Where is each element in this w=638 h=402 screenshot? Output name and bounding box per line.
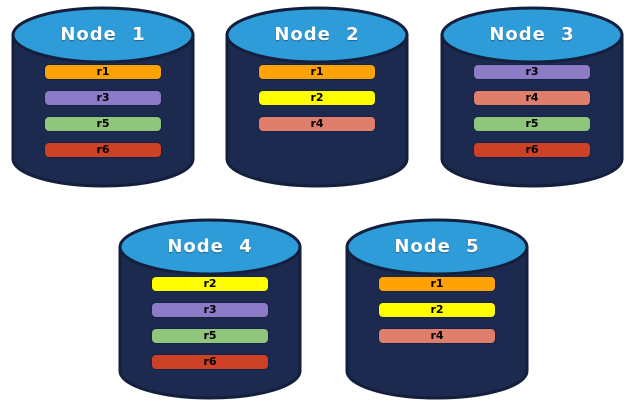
replica-bar-r2: r2 bbox=[379, 303, 495, 317]
node-5-cylinder: Node 5 r1 r2 r4 bbox=[344, 217, 530, 401]
replica-bar-r3: r3 bbox=[152, 303, 268, 317]
node-3-title: Node 3 bbox=[489, 24, 575, 45]
node-1-title: Node 1 bbox=[60, 24, 146, 45]
replica-bar-r6: r6 bbox=[152, 355, 268, 369]
node-2-cylinder: Node 2 r1 r2 r4 bbox=[224, 5, 410, 189]
replica-bar-r5: r5 bbox=[152, 329, 268, 343]
node-2-replica-list: r1 r2 r4 bbox=[224, 5, 410, 189]
replica-bar-r6: r6 bbox=[45, 143, 161, 157]
replica-bar-r1: r1 bbox=[379, 277, 495, 291]
node-5-title: Node 5 bbox=[394, 236, 480, 257]
node-3-cylinder: Node 3 r3 r4 r5 r6 bbox=[439, 5, 625, 189]
node-4-replica-list: r2 r3 r5 r6 bbox=[117, 217, 303, 401]
node-2-title: Node 2 bbox=[274, 24, 360, 45]
node-4-cylinder: Node 4 r2 r3 r5 r6 bbox=[117, 217, 303, 401]
node-1-replica-list: r1 r3 r5 r6 bbox=[10, 5, 196, 189]
replica-bar-r4: r4 bbox=[474, 91, 590, 105]
replica-bar-r5: r5 bbox=[474, 117, 590, 131]
node-1-cylinder: Node 1 r1 r3 r5 r6 bbox=[10, 5, 196, 189]
replica-bar-r1: r1 bbox=[45, 65, 161, 79]
replica-bar-r4: r4 bbox=[379, 329, 495, 343]
replica-bar-r4: r4 bbox=[259, 117, 375, 131]
replica-bar-r2: r2 bbox=[152, 277, 268, 291]
replica-bar-r2: r2 bbox=[259, 91, 375, 105]
node-5-replica-list: r1 r2 r4 bbox=[344, 217, 530, 401]
replica-bar-r6: r6 bbox=[474, 143, 590, 157]
replica-bar-r3: r3 bbox=[45, 91, 161, 105]
replica-bar-r1: r1 bbox=[259, 65, 375, 79]
node-4-title: Node 4 bbox=[167, 236, 253, 257]
replica-bar-r3: r3 bbox=[474, 65, 590, 79]
replica-bar-r5: r5 bbox=[45, 117, 161, 131]
node-3-replica-list: r3 r4 r5 r6 bbox=[439, 5, 625, 189]
